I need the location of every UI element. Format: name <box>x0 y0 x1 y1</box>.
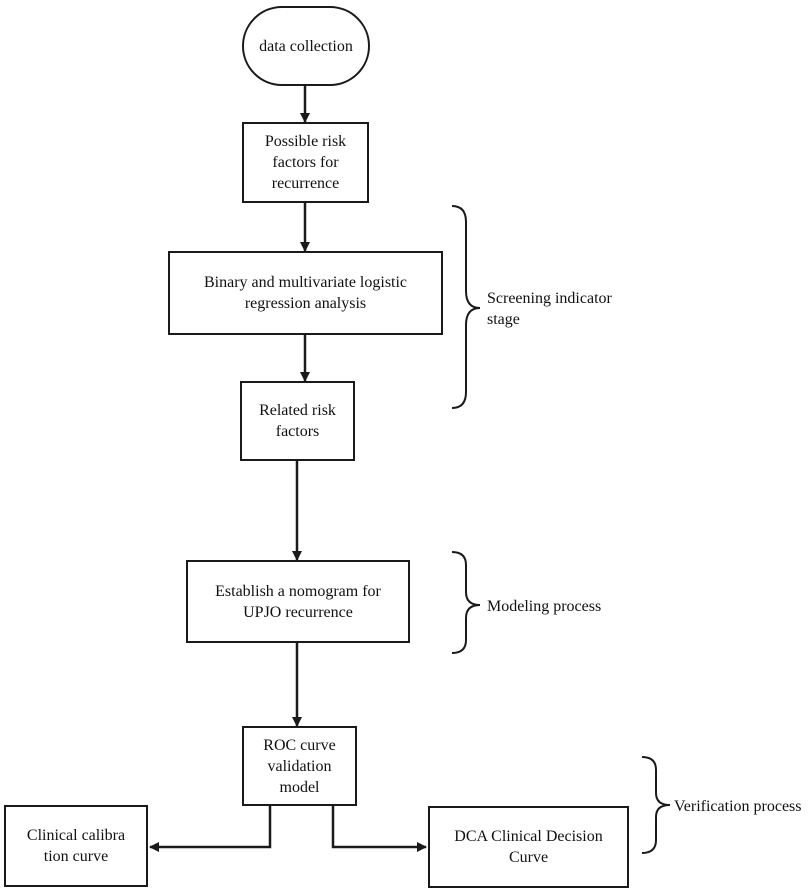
node-roc-curve: ROC curve validation model <box>242 726 357 806</box>
stage-label-modeling: Modeling process <box>487 598 602 615</box>
node-logistic-regression-label: Binary and multivariate logistic regress… <box>203 274 408 312</box>
node-calibration-curve: Clinical calibra tion curve <box>4 805 148 887</box>
node-calibration-curve-label: Clinical calibra tion curve <box>26 827 126 865</box>
brace-screening <box>451 205 481 409</box>
node-related-risk-factors-label: Related risk factors <box>259 402 336 440</box>
node-dca-curve-label: DCA Clinical Decision Curve <box>454 828 603 866</box>
brace-modeling <box>451 551 481 654</box>
brace-verification <box>641 756 671 854</box>
node-roc-curve-label: ROC curve validation model <box>263 736 336 796</box>
arrow-roc-to-calibration <box>149 806 272 852</box>
arrow-roc-to-dca <box>331 806 427 852</box>
node-dca-curve: DCA Clinical Decision Curve <box>428 806 629 888</box>
node-nomogram: Establish a nomogram for UPJO recurrence <box>186 560 410 643</box>
stage-label-verification: Verification process <box>674 798 802 815</box>
node-related-risk-factors: Related risk factors <box>240 381 355 461</box>
node-data-collection-label: data collection <box>259 37 353 55</box>
node-possible-risk-factors: Possible risk factors for recurrence <box>242 122 369 203</box>
node-data-collection: data collection <box>242 6 370 86</box>
node-possible-risk-factors-label: Possible risk factors for recurrence <box>264 133 347 192</box>
stage-label-screening: Screening indicator stage <box>487 290 612 328</box>
node-logistic-regression: Binary and multivariate logistic regress… <box>168 251 443 335</box>
node-nomogram-label: Establish a nomogram for UPJO recurrence <box>215 582 381 621</box>
